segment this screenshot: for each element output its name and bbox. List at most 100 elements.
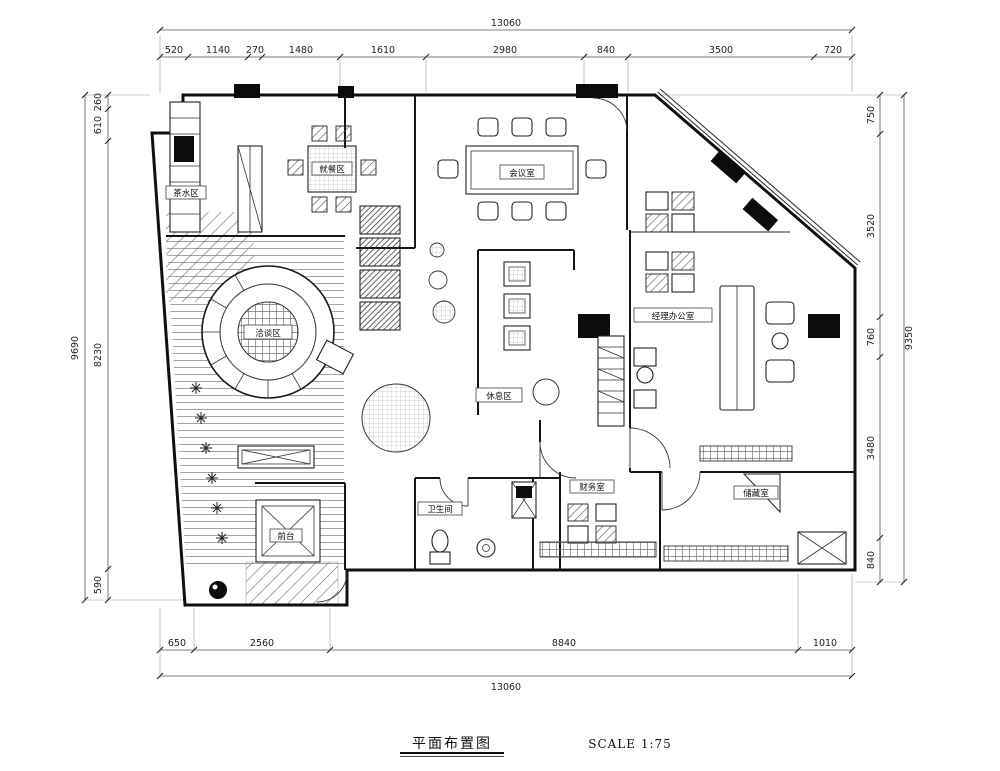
column-top-2 bbox=[338, 86, 354, 98]
dim-top-seg-5: 2980 bbox=[493, 45, 517, 56]
decor-sphere-highlight bbox=[212, 584, 218, 590]
dim-ticks-right bbox=[876, 91, 908, 586]
dim-left-seg-3: 590 bbox=[93, 576, 104, 594]
label-text: 经理办公室 bbox=[652, 311, 695, 322]
decor-circle bbox=[532, 378, 560, 406]
finance-room-furniture bbox=[567, 503, 617, 544]
column-diagonal-2 bbox=[742, 197, 779, 232]
door-arc-entry bbox=[316, 571, 348, 603]
label-dining-area: 就餐区 bbox=[311, 161, 353, 176]
dim-left-seg-1: 610 bbox=[93, 116, 104, 134]
dim-left-total: 9690 bbox=[70, 336, 81, 360]
meeting-chair bbox=[585, 159, 607, 179]
toilet-tank bbox=[429, 551, 451, 565]
decor-circle bbox=[428, 270, 448, 290]
door-arc-restroom bbox=[439, 477, 469, 507]
cabinet-stack bbox=[359, 205, 401, 331]
tall-cabinet bbox=[169, 101, 201, 233]
office-desk bbox=[645, 191, 669, 211]
shelving-rungs bbox=[597, 346, 625, 414]
label-text: 休息区 bbox=[486, 391, 512, 402]
rest-seat bbox=[503, 293, 531, 319]
shelving-outline bbox=[597, 335, 625, 427]
label-tea-area: 茶水区 bbox=[165, 185, 207, 200]
meeting-chair bbox=[477, 117, 499, 137]
label-finance-room: 财务室 bbox=[569, 479, 615, 494]
rest-seat bbox=[503, 261, 531, 287]
storage-unit-cross bbox=[797, 531, 847, 565]
label-meeting-room: 会议室 bbox=[499, 164, 545, 180]
cabinet-block bbox=[359, 301, 401, 331]
label-text: 前台 bbox=[277, 531, 294, 542]
toilet-bowl bbox=[431, 529, 449, 553]
console-table-group bbox=[237, 445, 315, 469]
dim-right-total: 9350 bbox=[904, 326, 915, 350]
label-text: 卫生间 bbox=[427, 504, 453, 515]
door-arc-storage bbox=[661, 471, 701, 511]
seat-inner bbox=[508, 330, 526, 346]
curtain-wall-mullion-2 bbox=[659, 88, 861, 263]
console-cross bbox=[241, 449, 311, 465]
column-mid-1 bbox=[578, 314, 610, 338]
label-manager-office: 经理办公室 bbox=[633, 307, 713, 323]
seat-outer bbox=[503, 325, 531, 351]
office-desk bbox=[671, 273, 695, 293]
dining-chair bbox=[360, 159, 377, 176]
dim-top-seg-2: 270 bbox=[246, 45, 264, 56]
dim-top-seg-8: 720 bbox=[824, 45, 842, 56]
plant-icon bbox=[216, 532, 228, 544]
label-box bbox=[243, 324, 293, 340]
dim-right-seg-0: 750 bbox=[866, 106, 877, 124]
building-shell bbox=[150, 84, 861, 607]
label-box bbox=[475, 387, 523, 403]
cabinet-block bbox=[359, 269, 401, 299]
dim-top-total: 13060 bbox=[491, 18, 521, 29]
dim-top-seg-1: 1140 bbox=[206, 45, 230, 56]
finance-desk bbox=[567, 525, 589, 544]
dim-ticks-left bbox=[81, 91, 112, 604]
dining-chair bbox=[335, 125, 352, 142]
conference-table-inner bbox=[470, 150, 574, 190]
basin-drain bbox=[482, 544, 490, 552]
shelving-unit bbox=[597, 335, 625, 427]
shaft-block bbox=[516, 486, 532, 498]
label-text: 财务室 bbox=[579, 482, 605, 493]
rest-seat bbox=[503, 325, 531, 351]
dim-bottom-seg-3: 1010 bbox=[813, 638, 837, 649]
office-chair bbox=[671, 251, 695, 271]
wash-basin bbox=[476, 538, 496, 558]
dining-chair bbox=[311, 196, 328, 213]
drawing-title: 平面布置图 bbox=[412, 736, 492, 752]
dim-bottom-seg-0: 650 bbox=[168, 638, 186, 649]
label-storage-room: 储藏室 bbox=[733, 485, 779, 500]
office-desk bbox=[645, 251, 669, 271]
low-cabinet-strip bbox=[539, 541, 657, 558]
corridor-strips bbox=[539, 541, 789, 562]
dim-ticks-bottom bbox=[156, 646, 856, 680]
manager-office-furniture bbox=[633, 285, 795, 462]
finance-chair bbox=[595, 525, 617, 544]
drawing-scale: SCALE 1:75 bbox=[588, 737, 672, 751]
dim-top-seg-7: 3500 bbox=[709, 45, 733, 56]
door-arc-office bbox=[629, 427, 671, 469]
low-cabinet-strip bbox=[663, 545, 789, 562]
plant-icon bbox=[190, 382, 202, 394]
lounge-sofa-segments bbox=[202, 274, 302, 398]
decor-circles bbox=[361, 242, 560, 453]
label-text: 会议室 bbox=[509, 168, 535, 179]
label-box bbox=[569, 479, 615, 494]
dining-chair bbox=[311, 125, 328, 142]
dim-bottom-seg-1: 2560 bbox=[250, 638, 274, 649]
console-inner bbox=[241, 449, 311, 465]
label-restroom: 卫生间 bbox=[417, 501, 463, 516]
coffee-table bbox=[636, 366, 654, 384]
label-text: 储藏室 bbox=[743, 488, 769, 499]
dimension-annotations: 13060 520 1140 270 1480 1610 2980 840 35… bbox=[70, 18, 915, 693]
open-office-furniture bbox=[645, 191, 695, 293]
window-sill-shelf bbox=[699, 445, 793, 462]
label-box bbox=[733, 485, 779, 500]
dim-bottom-total: 13060 bbox=[491, 682, 521, 693]
dim-top-seg-4: 1610 bbox=[371, 45, 395, 56]
side-table bbox=[771, 332, 789, 350]
label-box bbox=[633, 307, 713, 323]
